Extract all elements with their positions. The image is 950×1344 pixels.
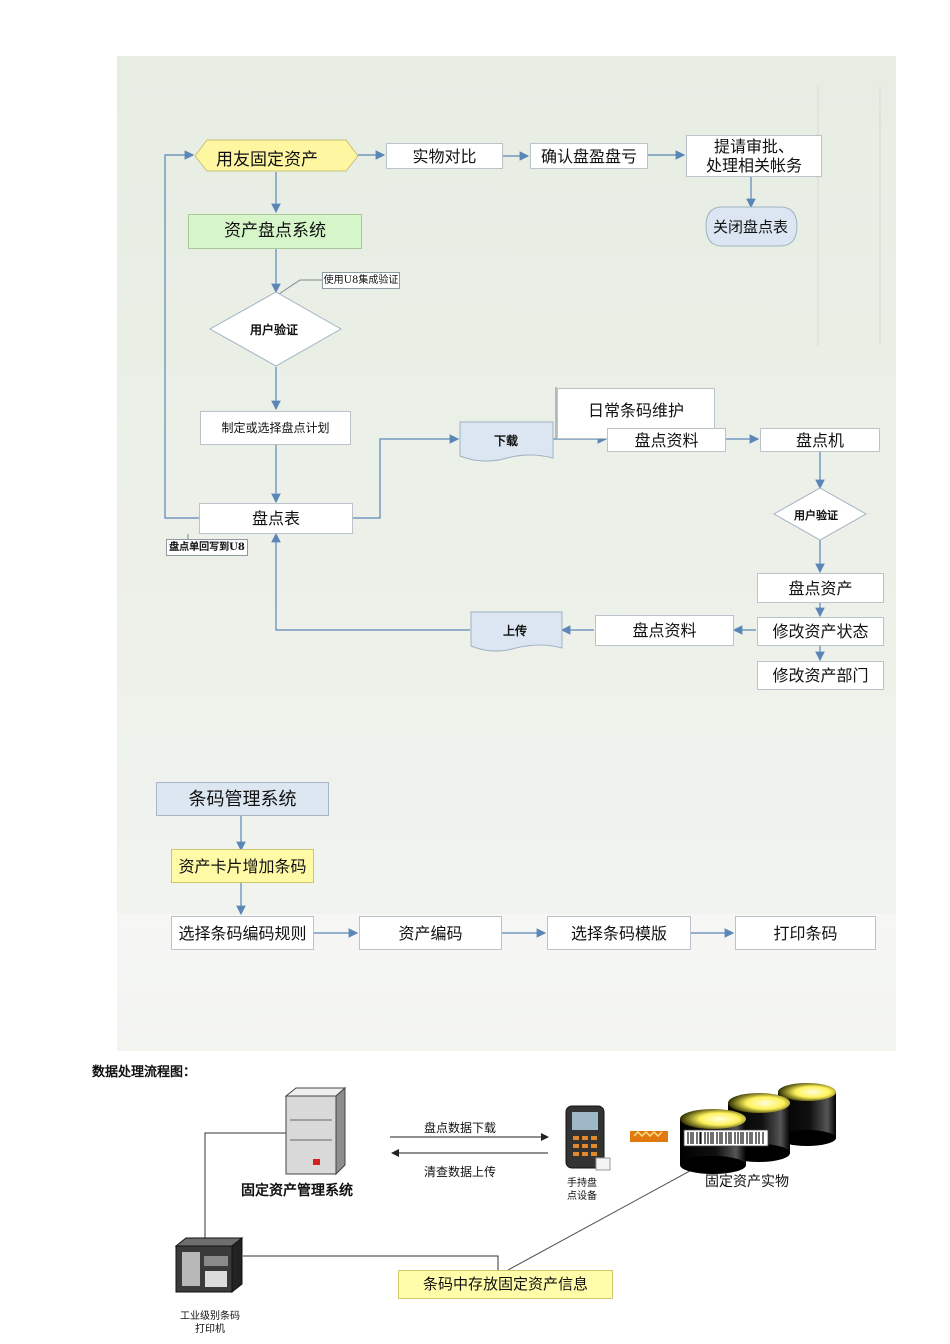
server-label: 固定资产管理系统 [241,1180,353,1200]
server-icon [286,1088,345,1174]
download-flow-label: 盘点数据下载 [424,1119,496,1136]
barcode-label-icon [684,1130,768,1146]
scan-beam-icon [630,1131,668,1142]
printer-label-line-2: 打印机 [172,1323,248,1336]
barcode-info-box: 条码中存放固定资产信息 [398,1270,613,1299]
handheld-label-line-2: 点设备 [567,1190,597,1203]
upload-flow-label: 清查数据上传 [424,1163,496,1180]
handheld-label-line-1: 手持盘 [567,1177,597,1190]
printer-info-line [243,1256,498,1270]
info-assets-line [508,1160,710,1270]
printer-label: 工业级别条码 打印机 [172,1310,248,1336]
handheld-icon [566,1106,610,1170]
assets-label: 固定资产实物 [705,1171,789,1191]
printer-label-line-1: 工业级别条码 [172,1310,248,1323]
handheld-label: 手持盘 点设备 [567,1177,597,1203]
printer-icon [176,1238,242,1292]
